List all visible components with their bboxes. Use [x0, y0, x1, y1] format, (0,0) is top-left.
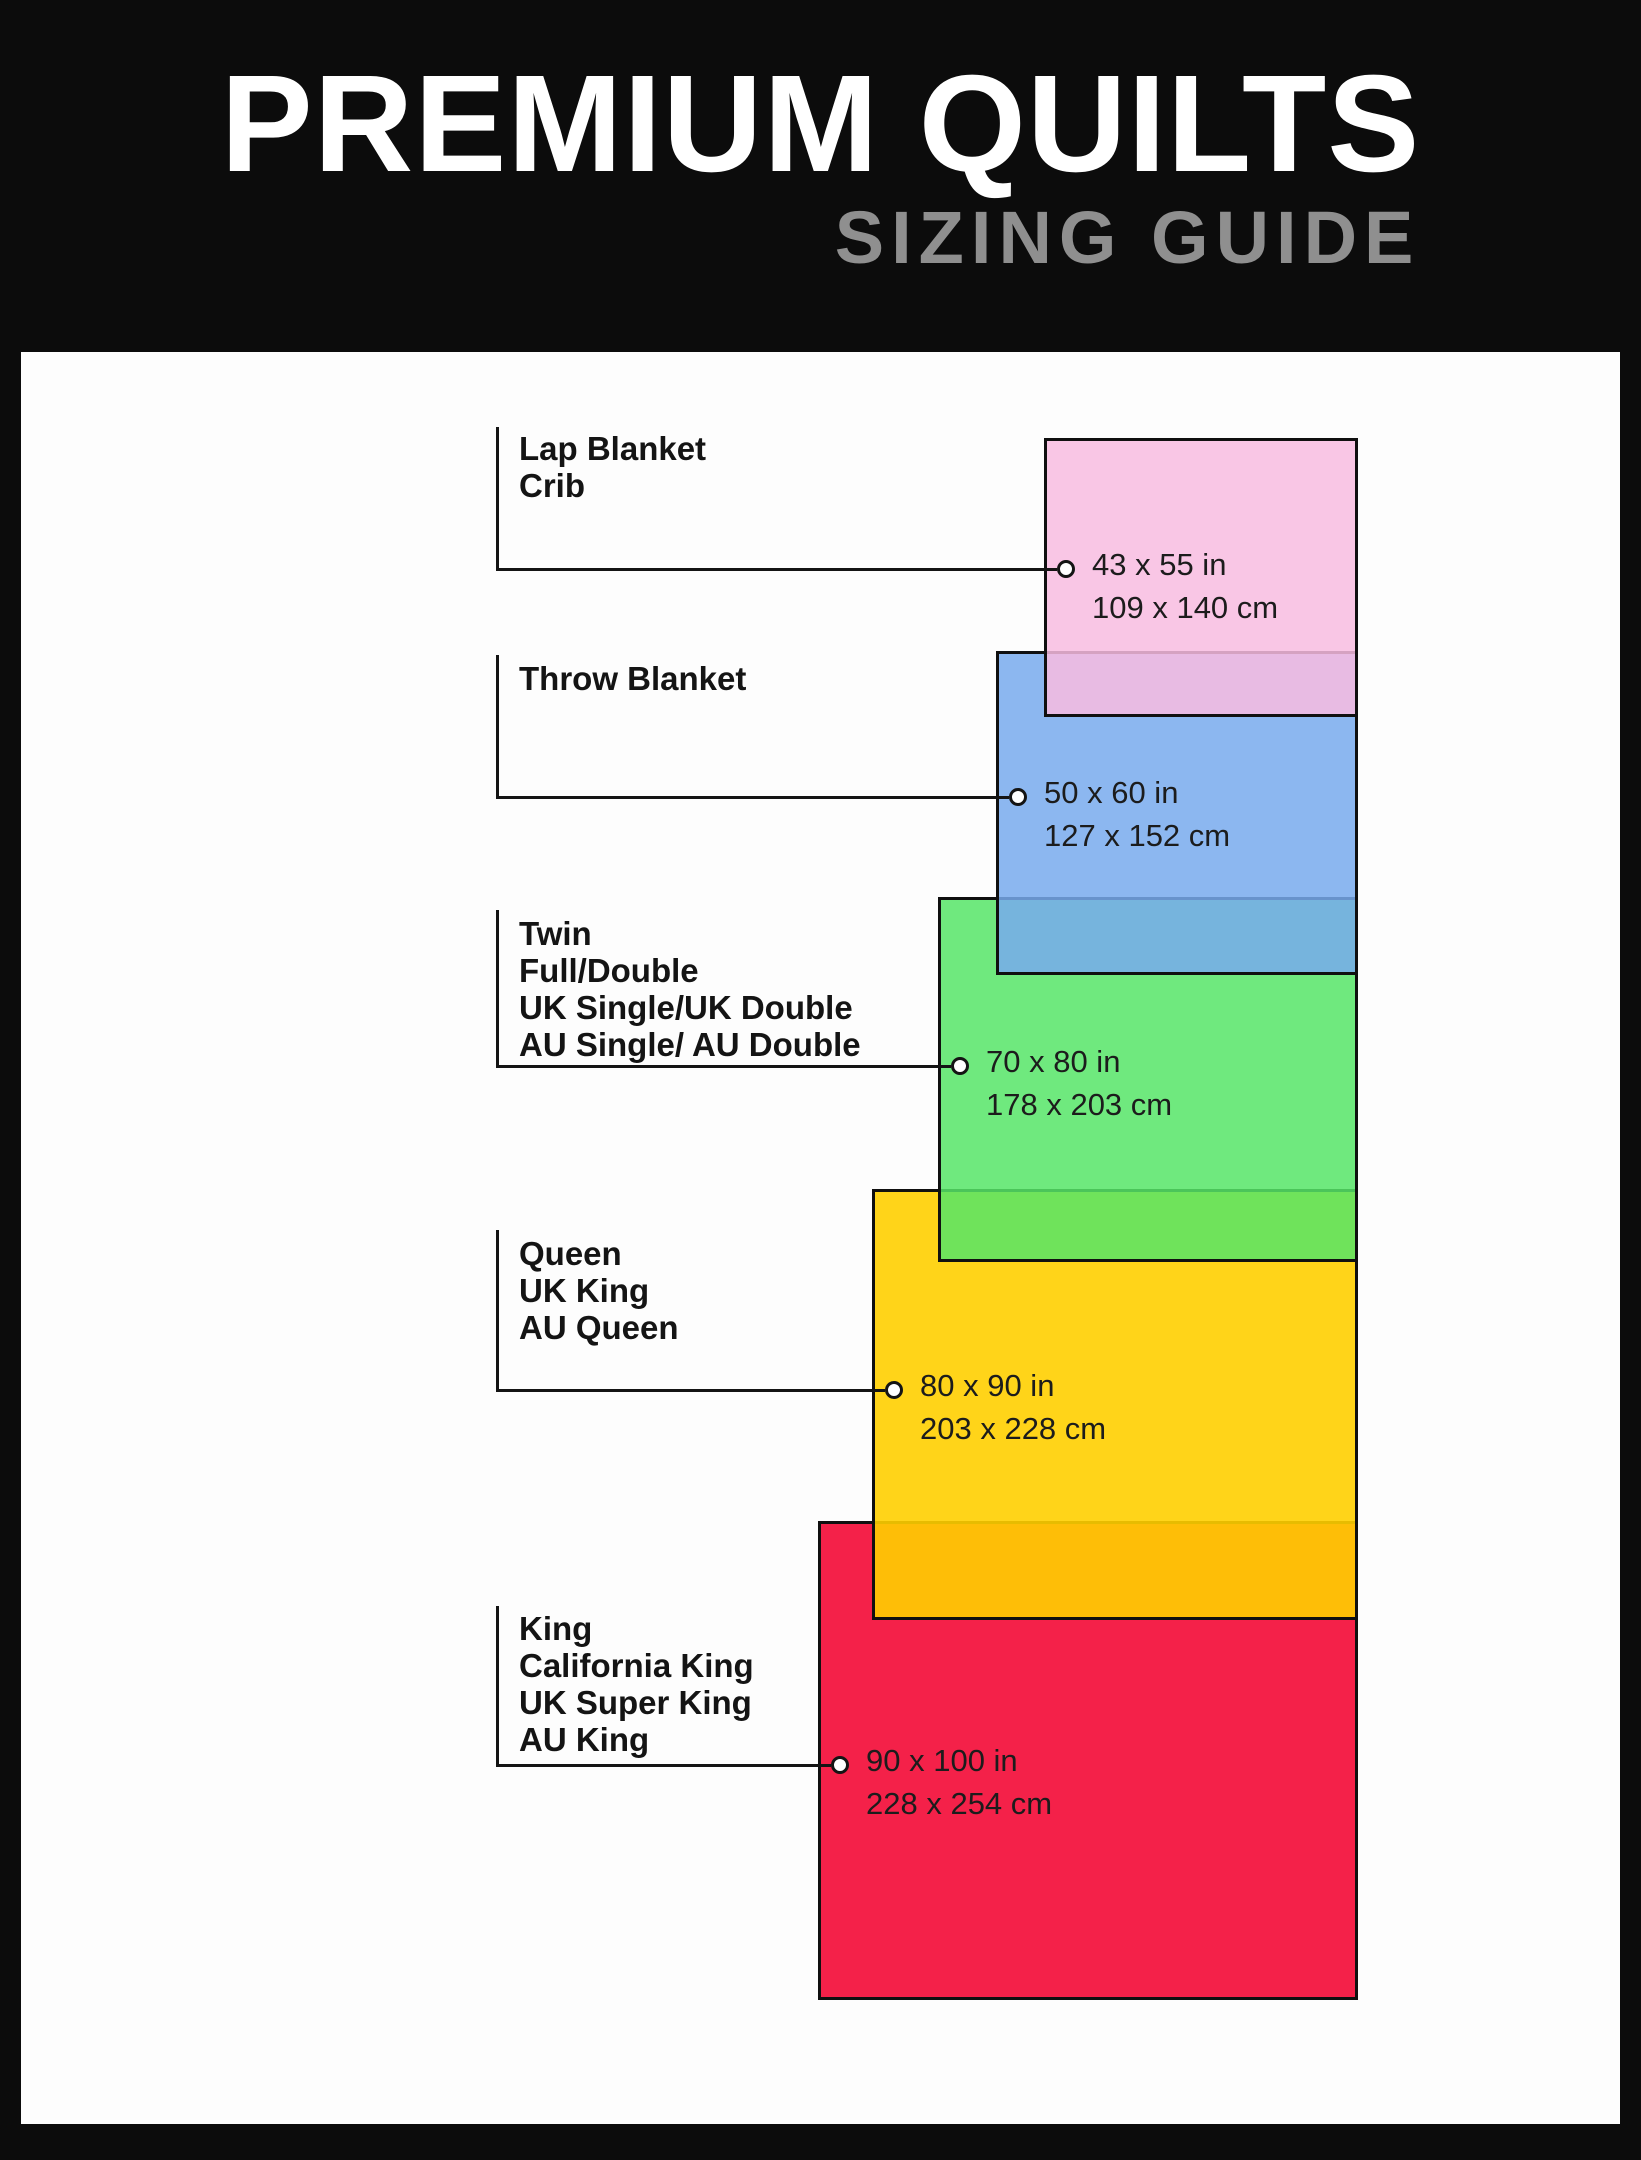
connector-dot [831, 1756, 849, 1774]
poster-subtitle: SIZING GUIDE [834, 195, 1421, 279]
poster-title: PREMIUM QUILTS [220, 47, 1421, 201]
label-lap-blanket: Lap Blanket Crib [519, 430, 706, 504]
quilt-rect-lap-blanket [1044, 438, 1358, 717]
label-line: California King [519, 1647, 754, 1684]
leader-line-horizontal [496, 1065, 951, 1068]
leader-line-vertical [496, 1230, 499, 1392]
label-line: Twin [519, 915, 592, 952]
leader-line-vertical [496, 655, 499, 799]
connector-dot [1009, 788, 1027, 806]
size-cm: 228 x 254 cm [866, 1786, 1053, 1821]
label-line: UK Super King [519, 1684, 752, 1721]
label-line: AU Single/ AU Double [519, 1026, 861, 1063]
size-annotation-queen: 80 x 90 in 203 x 228 cm [920, 1364, 1106, 1450]
label-line: Full/Double [519, 952, 699, 989]
size-inches: 50 x 60 in [1044, 775, 1179, 810]
size-cm: 127 x 152 cm [1044, 818, 1231, 853]
leader-line-horizontal [496, 1764, 831, 1767]
label-twin: Twin Full/Double UK Single/UK Double AU … [519, 915, 861, 1063]
connector-dot [885, 1381, 903, 1399]
header: PREMIUM QUILTS SIZING GUIDE [0, 0, 1641, 352]
label-line: AU King [519, 1721, 650, 1758]
label-line: Queen [519, 1235, 622, 1272]
size-cm: 203 x 228 cm [920, 1411, 1107, 1446]
size-cm: 178 x 203 cm [986, 1087, 1173, 1122]
leader-line-horizontal [496, 796, 1009, 799]
label-line: UK King [519, 1272, 650, 1309]
size-inches: 70 x 80 in [986, 1044, 1121, 1079]
size-cm: 109 x 140 cm [1092, 590, 1279, 625]
connector-dot [951, 1057, 969, 1075]
label-line: King [519, 1610, 593, 1647]
leader-line-vertical [496, 1606, 499, 1767]
size-annotation-lap-blanket: 43 x 55 in 109 x 140 cm [1092, 543, 1278, 629]
label-line: Lap Blanket [519, 430, 707, 467]
label-queen: Queen UK King AU Queen [519, 1235, 679, 1346]
size-inches: 80 x 90 in [920, 1368, 1055, 1403]
size-inches: 43 x 55 in [1092, 547, 1227, 582]
size-inches: 90 x 100 in [866, 1743, 1018, 1778]
connector-dot [1057, 560, 1075, 578]
size-annotation-twin: 70 x 80 in 178 x 203 cm [986, 1040, 1172, 1126]
label-line: UK Single/UK Double [519, 989, 853, 1026]
label-throw-blanket: Throw Blanket [519, 660, 746, 697]
label-king: King California King UK Super King AU Ki… [519, 1610, 754, 1758]
label-line: Crib [519, 467, 585, 504]
leader-line-vertical [496, 910, 499, 1068]
header-title-block: PREMIUM QUILTS SIZING GUIDE [221, 52, 1421, 352]
leader-line-vertical [496, 427, 499, 571]
leader-line-horizontal [496, 568, 1057, 571]
label-line: AU Queen [519, 1309, 679, 1346]
leader-line-horizontal [496, 1389, 885, 1392]
size-annotation-throw-blanket: 50 x 60 in 127 x 152 cm [1044, 771, 1230, 857]
size-annotation-king: 90 x 100 in 228 x 254 cm [866, 1739, 1052, 1825]
label-line: Throw Blanket [519, 660, 747, 697]
